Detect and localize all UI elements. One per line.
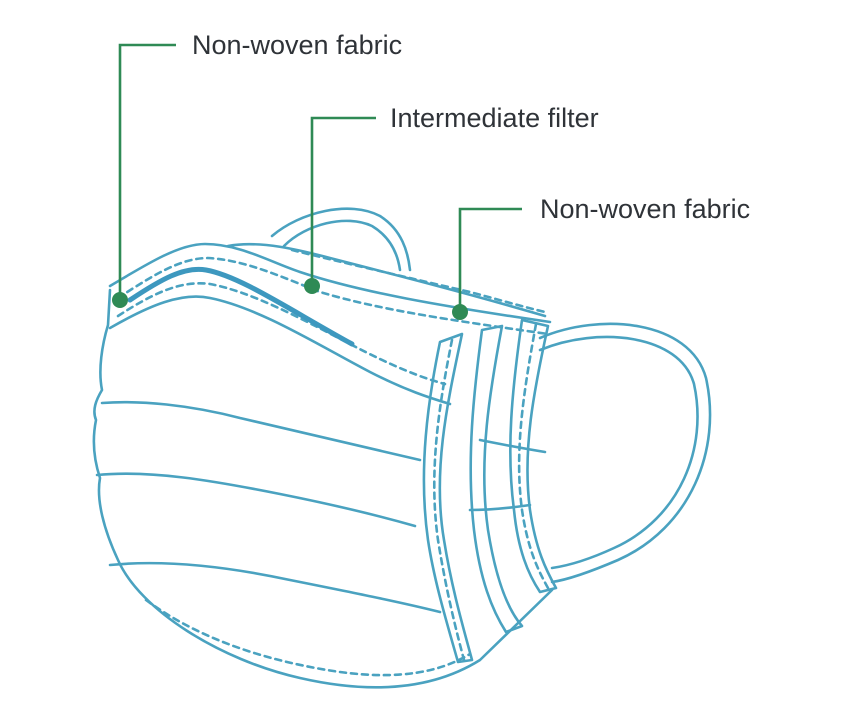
callout-outer: Non-woven fabric — [112, 30, 402, 308]
callout-inner-dot — [452, 304, 468, 320]
side-strip-1-dash — [432, 338, 466, 662]
top-band-dash-2 — [116, 282, 447, 386]
side-strip-3-dash — [517, 322, 550, 590]
pleat-3 — [108, 561, 442, 614]
top-band-outer — [108, 242, 552, 324]
label-inner-layer: Non-woven fabric — [540, 194, 750, 224]
mask-body-outline — [92, 288, 554, 689]
chin-dash — [144, 598, 472, 677]
side-strip-3 — [509, 318, 558, 594]
callout-inner-leader — [458, 207, 522, 312]
pleat-5 — [468, 503, 532, 512]
label-outer-layer: Non-woven fabric — [192, 30, 402, 60]
callout-inner: Non-woven fabric — [452, 194, 750, 320]
top-band-lower — [108, 295, 452, 406]
side-strip-2 — [469, 324, 524, 634]
nose-wire — [127, 266, 355, 347]
callout-outer-dot — [112, 292, 128, 308]
label-middle-layer: Intermediate filter — [390, 103, 599, 133]
ear-loop-back-inner — [282, 219, 402, 272]
callout-middle-dot — [304, 278, 320, 294]
pleat-2 — [95, 472, 417, 528]
side-strip-1 — [422, 332, 474, 664]
callout-middle-leader — [310, 116, 376, 286]
callout-outer-leader — [118, 43, 176, 300]
top-band-dash-1 — [116, 256, 550, 336]
ear-loop-back — [270, 207, 412, 272]
callout-middle: Intermediate filter — [304, 103, 599, 294]
surgical-mask-icon — [92, 207, 712, 689]
inner-edge — [226, 242, 547, 318]
ear-loop-right — [538, 322, 712, 584]
pleat-1 — [100, 400, 422, 462]
ear-loop-right-inner — [538, 335, 699, 570]
pleat-4 — [478, 438, 547, 454]
inner-edge-dash — [290, 248, 547, 314]
